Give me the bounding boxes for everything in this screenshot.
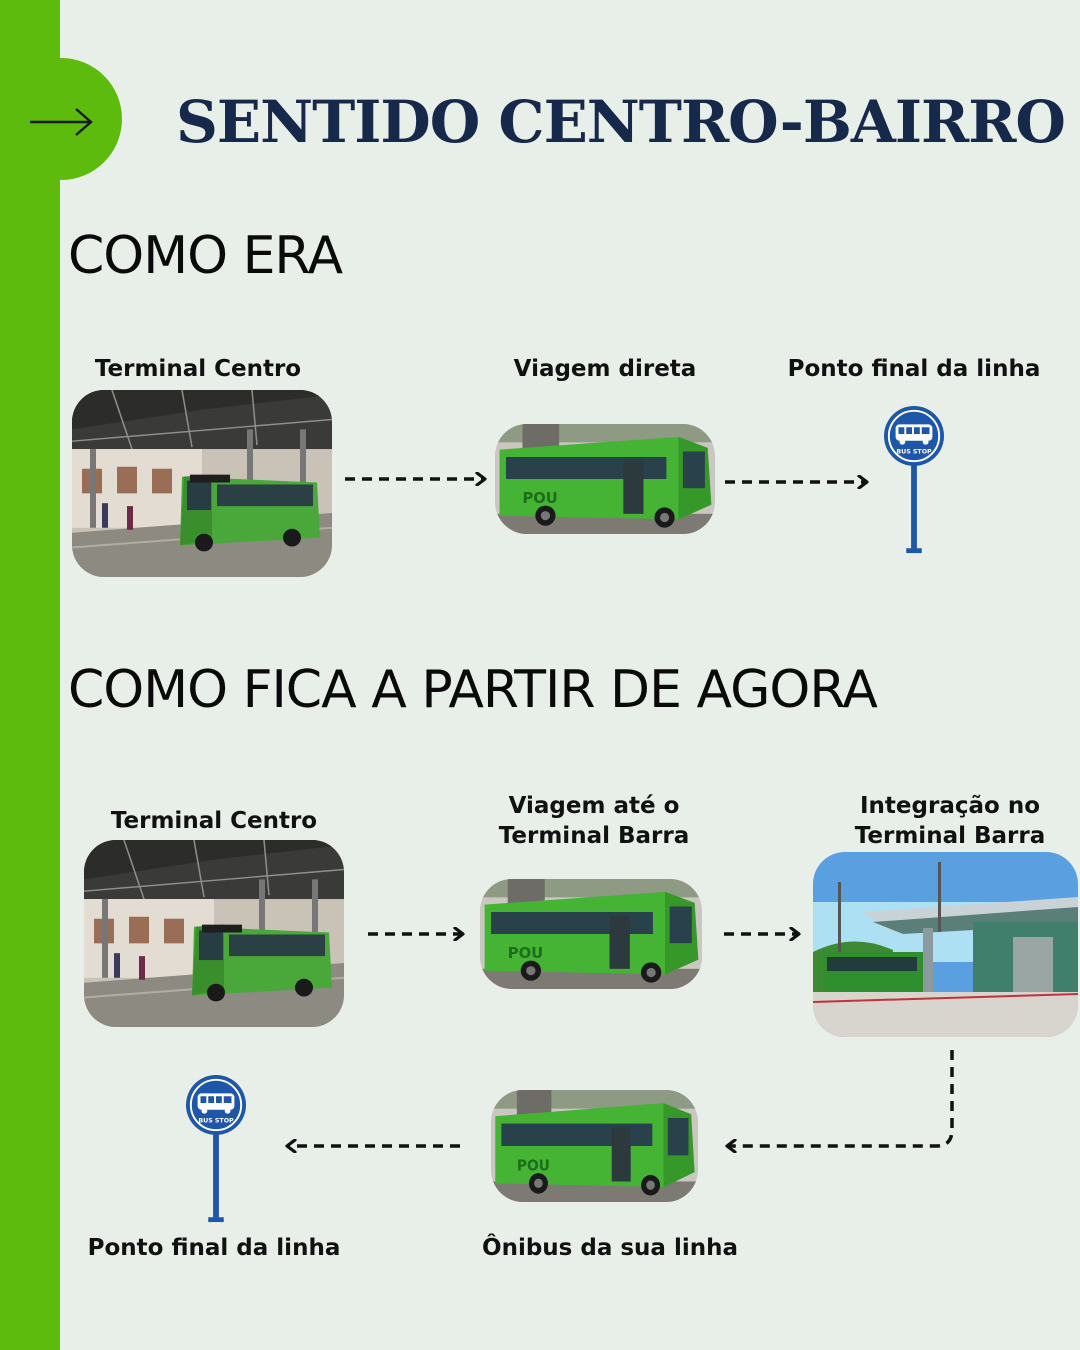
bus-stop-sign-text: BUS STOP (896, 448, 932, 455)
step-label-onibus-linha: Ônibus da sua linha (482, 1235, 738, 1261)
accent-sidebar-bar (0, 0, 60, 1350)
section-heading-before: COMO ERA (68, 226, 343, 286)
header-tab-badge (0, 58, 122, 180)
step-label-ponto-final-2: Ponto final da linha (87, 1235, 341, 1261)
bus-stop-icon-2: BUS STOP (185, 1074, 247, 1224)
page-title: SENTIDO CENTRO-BAIRRO (176, 88, 1066, 156)
section-heading-after: COMO FICA A PARTIR DE AGORA (68, 660, 878, 720)
step-label-integracao-line2: Terminal Barra (854, 823, 1046, 849)
step-label-integracao-line1: Integração no (860, 793, 1040, 819)
step-label-viagem-ate-line2: Terminal Barra (498, 823, 690, 849)
step-label-viagem-ate-line1: Viagem até o (508, 793, 680, 819)
step-label-ponto-final: Ponto final da linha (787, 356, 1041, 382)
step-label-integracao: Integração no Terminal Barra (820, 791, 1080, 851)
bus-stop-sign-text-2: BUS STOP (198, 1117, 234, 1124)
bus-stop-icon: BUS STOP (883, 405, 945, 555)
step-label-viagem-direta: Viagem direta (513, 356, 697, 382)
step-label-viagem-ate: Viagem até o Terminal Barra (474, 791, 714, 851)
arrow-right-icon (30, 108, 93, 136)
step-label-terminal-centro-2: Terminal Centro (110, 808, 318, 834)
step-label-terminal-centro: Terminal Centro (94, 356, 302, 382)
